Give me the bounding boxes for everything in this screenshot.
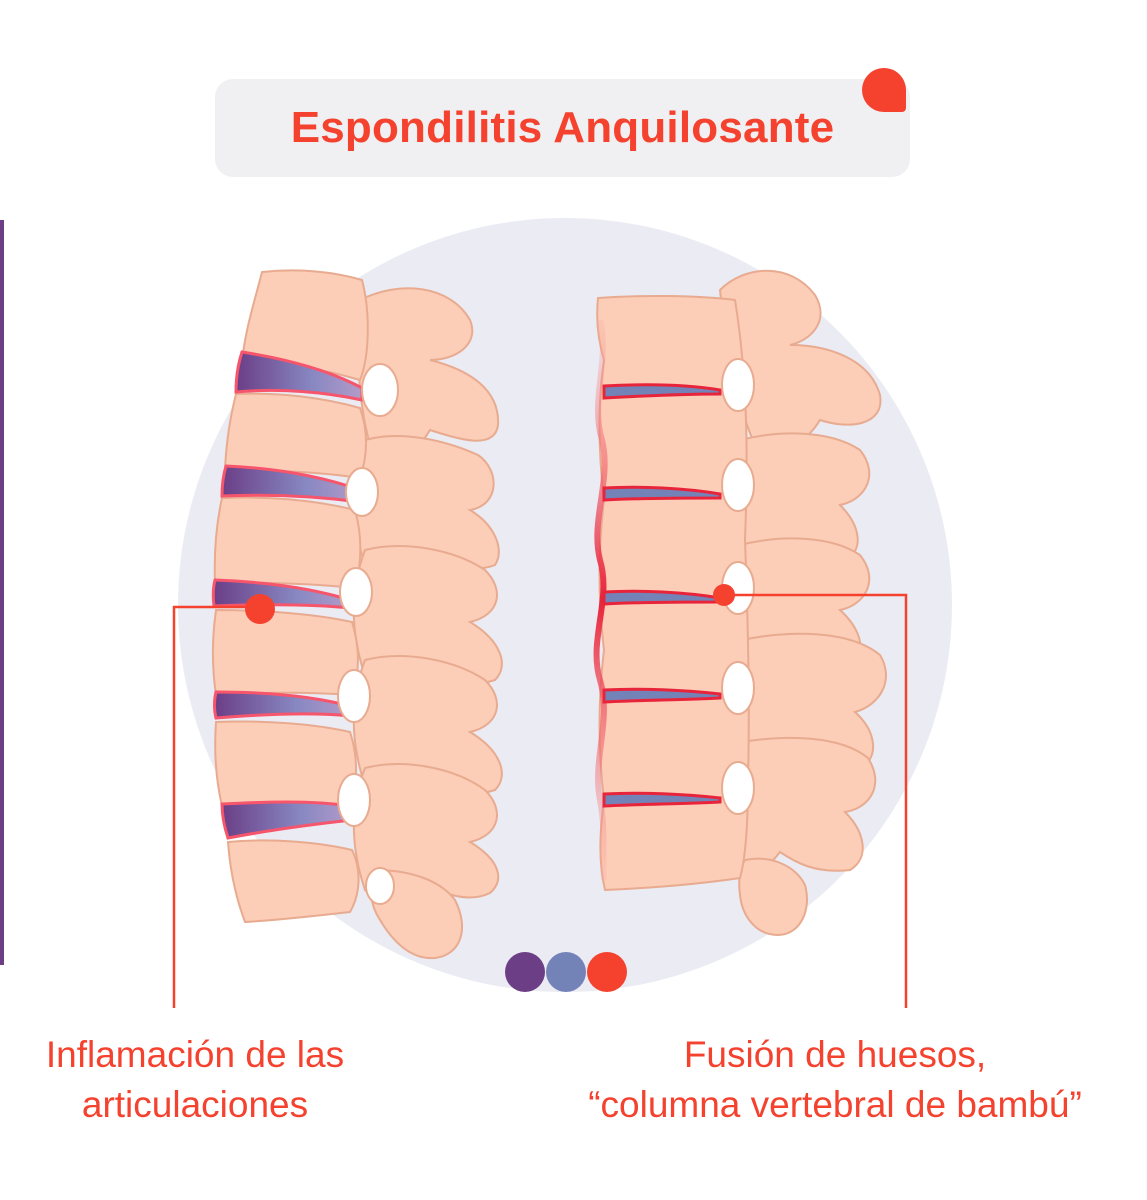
right-fusion-line xyxy=(593,319,608,881)
right-spine xyxy=(593,269,887,937)
right-disc-1 xyxy=(602,383,722,400)
right-foramen-2 xyxy=(721,458,755,512)
left-vertebra-3 xyxy=(213,496,362,590)
right-foramen-4 xyxy=(721,661,755,715)
left-disc-5 xyxy=(220,800,354,840)
right-process-1 xyxy=(718,269,882,450)
left-vertebra-5 xyxy=(214,720,357,808)
label-right-line-2: “columna vertebral de bambú” xyxy=(588,1084,1082,1125)
left-callout-line xyxy=(172,605,260,1008)
left-foramen-5 xyxy=(337,773,371,827)
page-title: Espondilitis Anquilosante xyxy=(290,103,835,152)
right-disc-5 xyxy=(602,791,722,808)
label-right-line-1: Fusión de huesos, xyxy=(683,1034,987,1075)
left-vertebra-4 xyxy=(212,608,359,697)
right-callout-dot xyxy=(713,584,735,606)
right-disc-4 xyxy=(602,687,722,704)
left-disc-4 xyxy=(213,690,352,720)
left-foramen-2 xyxy=(345,467,379,517)
left-foramen-4 xyxy=(337,669,371,723)
right-foramen-1 xyxy=(721,358,755,412)
label-left-line-1: Inflamación de las xyxy=(45,1034,345,1075)
label-bone-fusion: Fusión de huesos, “columna vertebral de … xyxy=(530,1030,1140,1130)
right-process-6 xyxy=(738,857,808,937)
left-spine xyxy=(211,269,503,960)
left-process-5 xyxy=(352,763,500,901)
right-foramen-5 xyxy=(721,761,755,815)
left-edge-bar xyxy=(0,220,4,965)
left-vertebra-2 xyxy=(223,392,367,480)
title-pill: Espondilitis Anquilosante xyxy=(215,79,910,177)
left-callout xyxy=(172,605,260,1008)
left-foramen-3 xyxy=(339,567,373,617)
right-callout xyxy=(724,593,908,1008)
left-callout-dot xyxy=(245,594,275,624)
label-joint-inflammation: Inflamación de las articulaciones xyxy=(10,1030,380,1130)
left-foramen-1 xyxy=(361,363,399,417)
dot-purple xyxy=(505,952,545,992)
dot-blue xyxy=(546,952,586,992)
right-disc-2 xyxy=(602,485,722,502)
left-vertebra-1 xyxy=(240,269,369,382)
title-accent-dot xyxy=(862,68,906,112)
left-disc-2 xyxy=(220,464,362,504)
dot-red xyxy=(587,952,627,992)
left-foramen-6 xyxy=(365,867,395,905)
left-disc-1 xyxy=(234,350,364,402)
label-left-line-2: articulaciones xyxy=(81,1084,309,1125)
right-callout-line xyxy=(724,593,908,1008)
left-vertebra-6 xyxy=(226,839,360,924)
